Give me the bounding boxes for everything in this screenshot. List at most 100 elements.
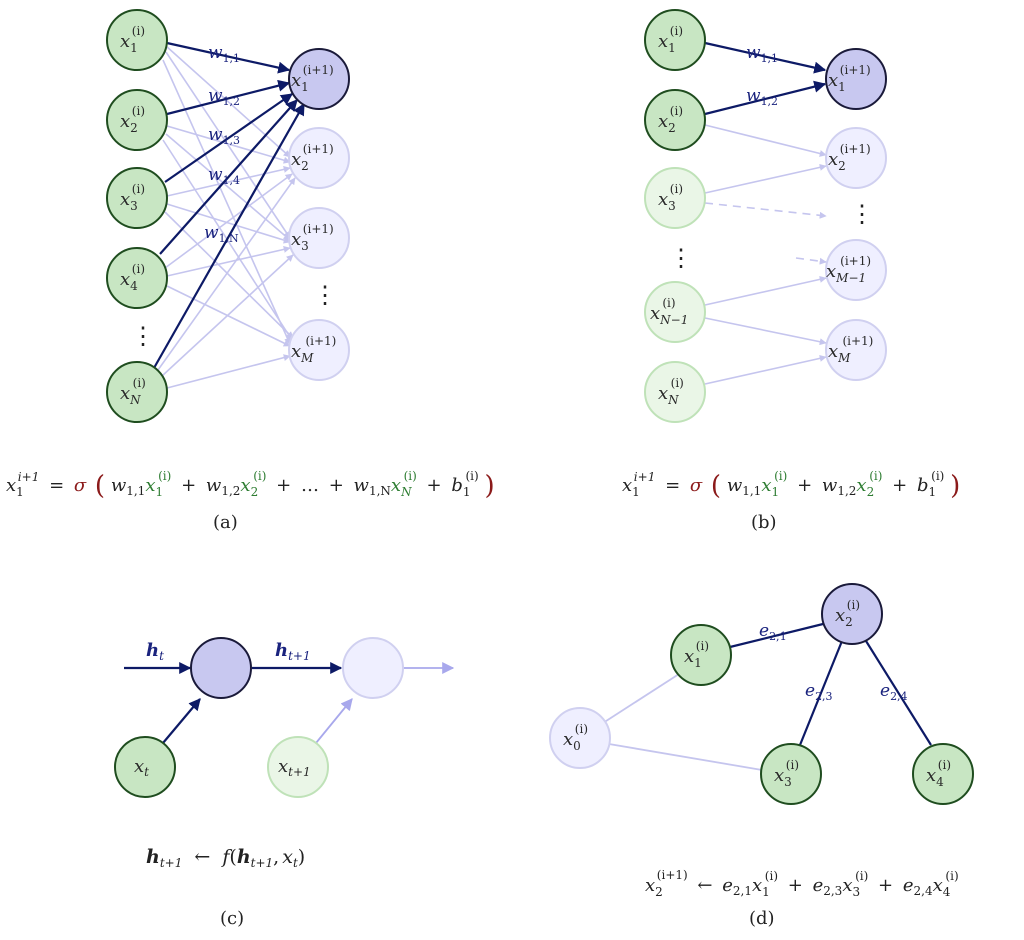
edge-b-N-M (704, 354, 827, 385)
node-b-x3 (644, 167, 706, 229)
edge-b-3-dash (704, 202, 827, 219)
label-a-out3: x3(i+1) (291, 222, 334, 253)
label-d-x3: x3(i) (774, 758, 799, 789)
label-a-out1: x1(i+1) (291, 63, 334, 94)
panel-b-weights: w1,1 w1,2 (746, 43, 778, 108)
equation-d: x2(i+1) ← e2,1x1(i) + e2,3x3(i) + e2,4x4… (645, 863, 959, 899)
node-a-x1 (106, 9, 168, 71)
node-b-x1 (644, 9, 706, 71)
caption-c: (c) (220, 908, 244, 929)
edge-d-1-2 (729, 622, 824, 649)
node-a-x4 (106, 247, 168, 309)
edge-a-3-3 (166, 203, 291, 244)
panel-a-output-nodes (288, 48, 350, 381)
caption-b: (b) (751, 512, 777, 533)
edge-a-3-2 (166, 165, 291, 197)
edge-d-2-4 (865, 640, 932, 746)
label-a-x2: x2(i) (120, 104, 145, 135)
edge-a-N-2 (157, 177, 296, 371)
label-b-out1: x1(i+1) (828, 63, 871, 94)
edge-a-1-2 (165, 45, 291, 158)
caption-a: (a) (213, 512, 238, 533)
edge-b-3-2 (704, 163, 827, 194)
weight-a-1N: w1,N (204, 223, 239, 245)
label-d-x4: x4(i) (926, 758, 951, 789)
node-b-xNm1 (644, 281, 706, 343)
edge-b-Nm1-M (704, 317, 827, 346)
node-d-x1 (670, 624, 732, 686)
panel-d-node-labels: x0(i) x1(i) x2(i) x3(i) x4(i) (563, 598, 951, 789)
node-c-xt1 (267, 736, 329, 798)
panel-b-output-labels: x1(i+1) x2(i+1) xM−1(i+1) xM(i+1) (826, 63, 873, 365)
equation-a: x1i+1 = σ ( w1,1x1(i) + w1,2x2(i) + … + … (6, 464, 495, 501)
label-b-x3: x3(i) (658, 182, 683, 213)
edge-a-w14 (159, 99, 298, 255)
edge-b-w12 (704, 80, 827, 116)
label-b-outM: xM(i+1) (828, 334, 873, 365)
label-b-outM1: xM−1(i+1) (826, 254, 871, 285)
ellipsis-a-inputs: ⋮ (131, 322, 155, 350)
edge-a-N-3 (161, 254, 294, 377)
ellipsis-b-inputs: ⋮ (669, 244, 693, 272)
weight-a-13: w1,3 (208, 125, 240, 147)
label-b-xN: xN(i) (658, 376, 684, 407)
weight-b-12: w1,2 (746, 86, 778, 108)
weight-a-12: w1,2 (208, 86, 240, 108)
node-a-out1 (288, 48, 350, 110)
edge-b-Nm1-M1 (704, 275, 827, 306)
edge-d-0-1 (602, 673, 680, 724)
label-a-x3: x3(i) (120, 182, 145, 213)
edge-a-w12 (166, 79, 291, 116)
label-d-x1: x1(i) (684, 639, 709, 670)
panel-c: ht ht+1 xt xt+1 ht+1 ← f(ht+1,xt) (c) (114, 637, 455, 929)
label-c-ht1: ht+1 (275, 640, 311, 663)
node-a-out3 (288, 207, 350, 269)
node-a-x2 (106, 89, 168, 151)
panel-a-output-labels: x1(i+1) x2(i+1) x3(i+1) xM(i+1) (291, 63, 336, 365)
weight-b-11: w1,1 (746, 43, 778, 65)
label-a-x1: x1(i) (120, 24, 145, 55)
edge-a-3-M (164, 211, 294, 339)
node-d-x3 (760, 743, 822, 805)
panel-d: x0(i) x1(i) x2(i) x3(i) x4(i) e2;1 e2,3 … (549, 583, 974, 929)
weight-a-14: w1,4 (208, 165, 240, 187)
edge-label-d-24: e2,4 (880, 681, 908, 703)
edge-a-4-3 (166, 245, 291, 277)
label-b-out2: x2(i+1) (828, 142, 871, 173)
label-d-x0: x0(i) (563, 722, 588, 753)
edge-a-w13 (164, 93, 293, 183)
node-a-xN (106, 361, 168, 423)
label-a-x4: x4(i) (120, 262, 145, 293)
edge-b-w11 (704, 41, 827, 74)
node-b-out1 (825, 48, 887, 110)
node-a-outM (288, 319, 350, 381)
edge-label-d-21: e2;1 (759, 621, 787, 643)
edge-d-0-3 (608, 743, 763, 771)
panel-b-light-edges (704, 124, 827, 385)
ellipsis-a-outputs: ⋮ (313, 281, 337, 309)
panel-d-edge-labels: e2;1 e2,3 e2,4 (759, 621, 908, 703)
label-b-x1: x1(i) (658, 24, 683, 55)
edge-c-xt1 (315, 698, 353, 744)
label-c-ht: ht (146, 640, 164, 663)
edge-a-2-2 (166, 125, 291, 164)
node-d-x0 (549, 707, 611, 769)
node-b-outM (825, 319, 887, 381)
edge-d-2-3 (798, 640, 844, 746)
equation-b: x1i+1 = σ ( w1,1x1(i) + w1,2x2(i) + b1(i… (622, 464, 960, 501)
node-b-xN (644, 361, 706, 423)
node-a-out2 (288, 127, 350, 189)
label-b-x2: x2(i) (658, 104, 683, 135)
caption-d: (d) (749, 908, 775, 929)
edge-a-2-3 (165, 133, 291, 241)
edge-c-xt (162, 698, 201, 744)
ellipsis-b-outputs: ⋮ (850, 200, 874, 228)
edge-b-2-2 (704, 124, 827, 157)
panel-b-input-labels: x1(i) x2(i) x3(i) xN−1(i) xN(i) (650, 24, 688, 407)
label-c-xt: xt (134, 756, 149, 779)
panel-b-output-nodes (825, 48, 887, 381)
panel-a-weights: w1,1 w1,2 w1,3 w1,4 w1,N (204, 43, 240, 245)
panel-a-input-nodes (106, 9, 168, 423)
edge-a-N-M (166, 354, 291, 389)
node-b-x2 (644, 89, 706, 151)
